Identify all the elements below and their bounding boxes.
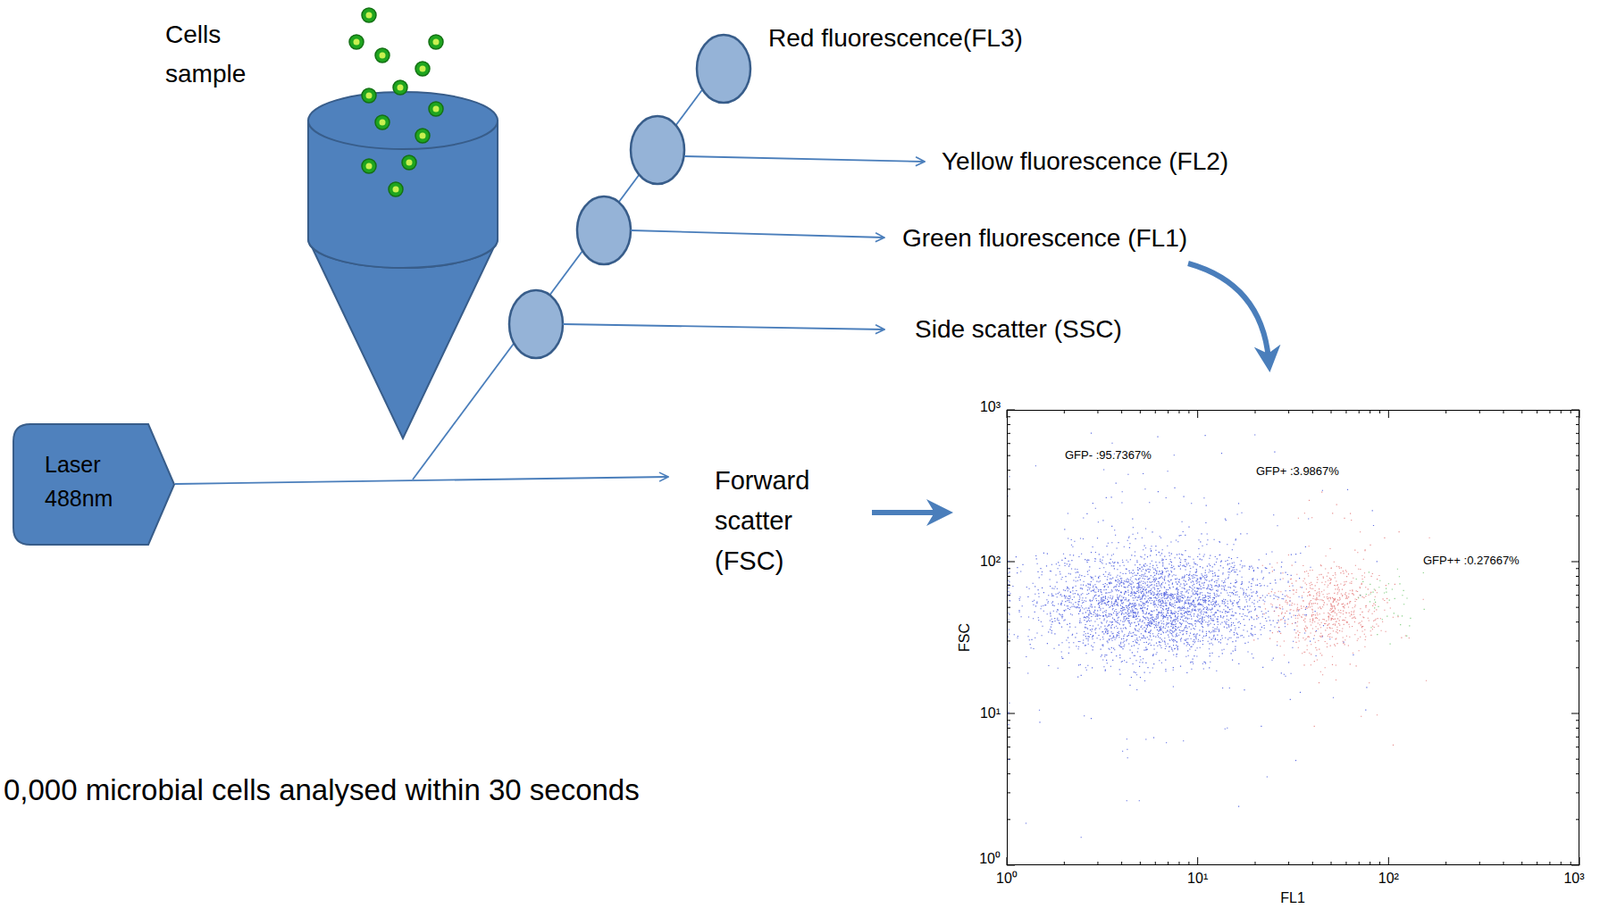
cell (361, 88, 377, 103)
filter-disc (577, 196, 631, 265)
axis-tick (1388, 410, 1390, 419)
axis-tick (1006, 713, 1015, 715)
cell (375, 115, 390, 130)
cell-core (419, 66, 427, 73)
note-text: 0,000 microbial cells analysed within 30… (3, 772, 640, 809)
gfp-positive-points (1253, 492, 1431, 746)
cell-core (393, 186, 400, 193)
laser-outline (13, 424, 175, 545)
axis-tick (1197, 410, 1198, 419)
fl2-ray (684, 156, 925, 162)
detector-rays (562, 156, 925, 330)
fl1-ray (630, 230, 885, 238)
cells (349, 8, 444, 197)
laser-beam (175, 63, 722, 485)
laser-label: Laser 488nm (44, 447, 130, 516)
cell (428, 34, 444, 50)
cell-core (433, 39, 440, 46)
detector-label: Yellow fluorescence (FL2) (941, 147, 1229, 176)
pointer-arrows (871, 263, 1269, 513)
filter-disc (696, 34, 751, 103)
laser-shape (12, 423, 176, 546)
tick-label: 10³ (1563, 870, 1584, 888)
tick-label: 10⁰ (996, 870, 1018, 888)
filter-disc (509, 290, 563, 359)
cell-core (379, 52, 386, 59)
side-beam (412, 63, 722, 480)
axis-title: FL1 (1280, 889, 1306, 908)
cell-core (419, 133, 427, 140)
cell (428, 101, 444, 117)
filter-disc (630, 116, 685, 185)
gate-label: GFP+ :3.9867% (1256, 464, 1340, 479)
axis-tick (1006, 561, 1015, 563)
tick-label: 10¹ (1187, 870, 1208, 888)
axis-tick (1388, 857, 1390, 866)
detector-label: Forward scatter (FSC) (714, 460, 840, 582)
detector-label: Side scatter (SSC) (914, 315, 1123, 344)
cell (361, 8, 377, 23)
cell (388, 182, 403, 197)
cell (361, 159, 377, 174)
tick-label: 10² (980, 552, 1001, 571)
straight-arrow (871, 510, 940, 516)
gate-label: GFP- :95.7367% (1064, 448, 1152, 463)
axis-tick (1571, 713, 1580, 715)
forward-beam (175, 477, 669, 485)
cell (375, 48, 390, 63)
ssc-ray (562, 324, 885, 330)
tube-top (308, 92, 498, 150)
cell-core (366, 92, 373, 100)
detector-label: Red fluorescence(FL3) (768, 24, 1023, 53)
tube-cone (308, 239, 498, 439)
sample-label: Cells sample (165, 15, 273, 94)
cell-core (397, 84, 404, 92)
cell-core (366, 12, 373, 19)
cell-core (379, 119, 386, 126)
cell-core (433, 106, 440, 113)
axis-ticks (1006, 410, 1580, 866)
sample-tube (308, 92, 498, 439)
axis-title: FSC (955, 623, 974, 653)
cell (402, 155, 417, 170)
filters (509, 34, 751, 359)
cell (349, 34, 364, 50)
cell (393, 80, 408, 95)
cell-core (353, 39, 361, 46)
tick-label: 10¹ (980, 704, 1001, 723)
detector-label: Green fluorescence (FL1) (902, 224, 1188, 253)
cell-core (366, 163, 373, 170)
tick-label: 10⁰ (979, 850, 1001, 869)
axis-tick (1197, 857, 1198, 866)
gate-label: GFP++ :0.27667% (1423, 553, 1520, 569)
cell-core (406, 159, 413, 167)
tick-label: 10³ (980, 398, 1001, 417)
tick-label: 10² (1378, 870, 1399, 888)
axis-tick (1571, 561, 1580, 563)
scatter-plot-frame: GFP- :95.7367% GFP+ :3.9867% GFP++ :0.2766… (1006, 410, 1580, 866)
curved-arrow (1188, 263, 1269, 360)
laser-box: Laser 488nm (12, 423, 176, 546)
cell (415, 61, 430, 76)
cell (415, 128, 430, 143)
gfp-high-points (1356, 569, 1425, 645)
